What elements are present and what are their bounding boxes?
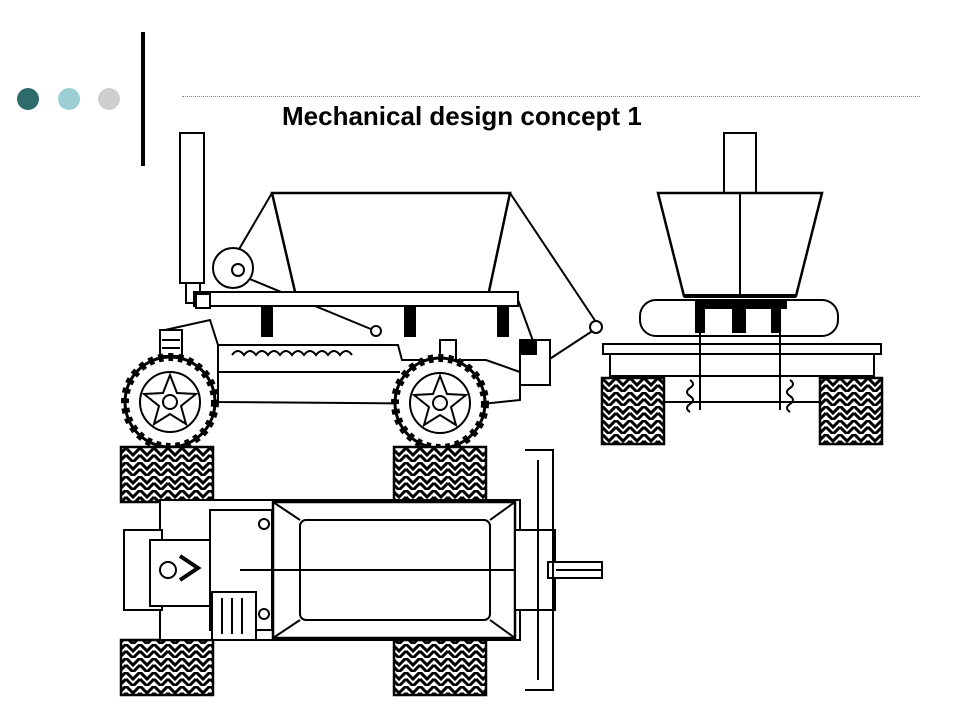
title-accent-bar — [141, 32, 145, 166]
title-divider — [182, 96, 920, 97]
bullet-dot-gray — [98, 88, 120, 110]
side-view — [125, 132, 603, 448]
bullet-dot-light-blue — [58, 88, 80, 110]
bullet-dot-teal — [17, 88, 39, 110]
top-view — [119, 445, 603, 697]
front-view — [600, 132, 884, 446]
slide-title: Mechanical design concept 1 — [282, 101, 642, 131]
